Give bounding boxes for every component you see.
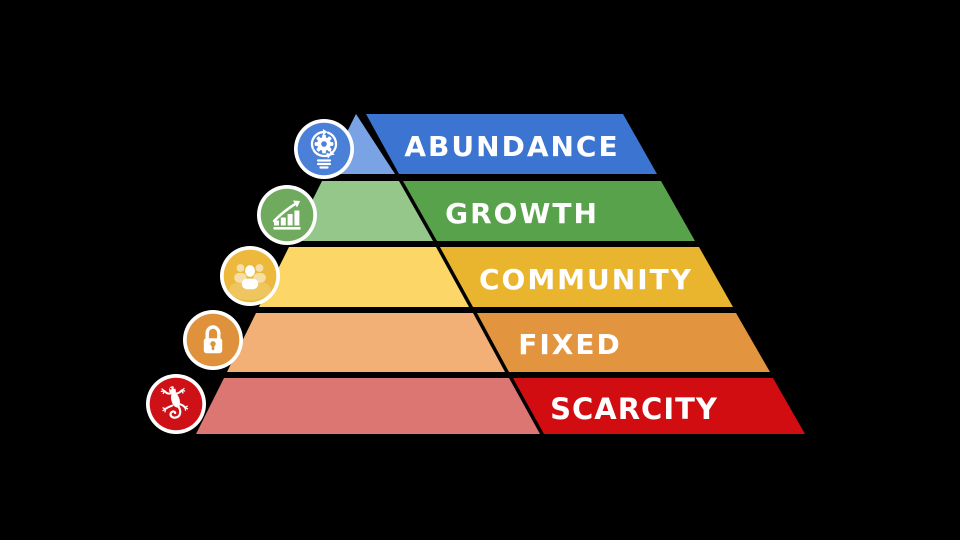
layer-growth-dark-segment — [403, 181, 695, 241]
layer-fixed-dark-segment — [477, 313, 770, 372]
layer-abundance: ABUNDANCE — [294, 114, 657, 179]
community-people-icon — [220, 246, 280, 306]
layer-community: COMMUNITY — [220, 246, 733, 307]
layer-scarcity-label: SCARCITY — [550, 392, 718, 426]
layer-scarcity: SCARCITY — [146, 374, 805, 434]
gecko-glyph — [160, 386, 189, 419]
layer-growth-light-segment — [292, 181, 433, 241]
layer-community-light-segment — [259, 247, 469, 307]
layer-community-label: COMMUNITY — [479, 263, 693, 296]
layer-abundance-dark-segment — [366, 114, 657, 174]
innovation-glyph — [310, 128, 338, 169]
growth-glyph — [272, 200, 301, 230]
bulb-base — [316, 159, 332, 169]
gear — [314, 134, 334, 154]
layer-fixed-light-segment — [227, 313, 505, 372]
innovation-icon — [294, 119, 354, 179]
layer-fixed: FIXED — [183, 310, 770, 372]
growth-chart-icon — [257, 185, 317, 245]
layer-scarcity-light-segment — [196, 378, 540, 434]
layer-community-dark-segment — [440, 247, 733, 307]
lock-glyph — [203, 325, 223, 354]
layer-growth-label: GROWTH — [445, 197, 599, 230]
layer-scarcity-dark-segment — [513, 378, 805, 434]
people-glyph — [234, 264, 266, 290]
layer-fixed-label: FIXED — [518, 328, 622, 361]
icon-face — [260, 188, 314, 242]
layer-growth: GROWTH — [257, 181, 695, 245]
layer-abundance-label: ABUNDANCE — [404, 130, 619, 163]
lock-icon — [183, 310, 243, 370]
gecko-icon — [146, 374, 206, 434]
